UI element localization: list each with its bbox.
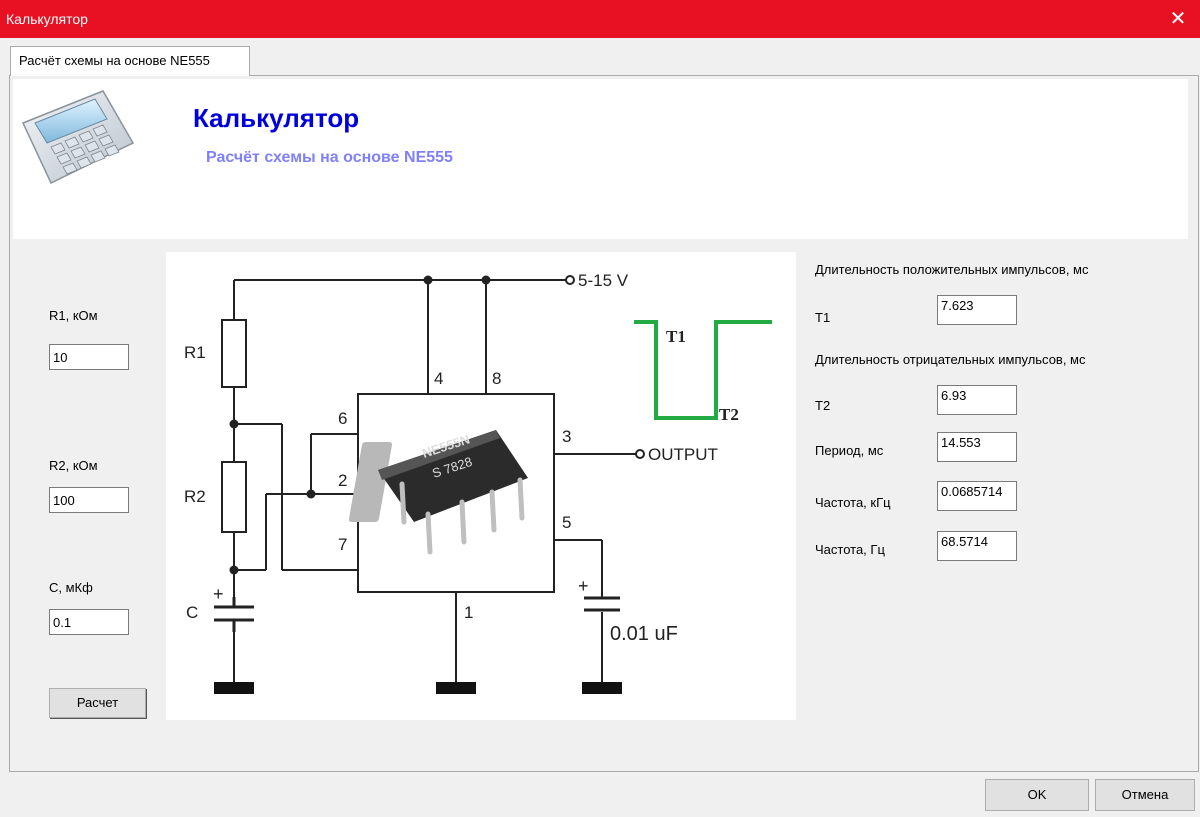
period-label: Период, мс (815, 443, 884, 458)
pin-1-label: 1 (464, 603, 473, 622)
pin-8-label: 8 (492, 369, 501, 388)
freq-khz-label: Частота, кГц (815, 495, 891, 510)
tab-ne555-calculation[interactable]: Расчёт схемы на основе NE555 (10, 46, 250, 76)
r1-schematic-label: R1 (184, 343, 206, 362)
title-bar: Калькулятор ✕ (0, 0, 1200, 38)
cancel-button[interactable]: Отмена (1095, 779, 1195, 811)
pin-3-label: 3 (562, 427, 571, 446)
pin-2-label: 2 (338, 471, 347, 490)
window-title: Калькулятор (6, 11, 88, 27)
output-waveform (634, 320, 772, 420)
r2-label: R2, кОм (49, 458, 98, 473)
output-label: OUTPUT (648, 445, 718, 464)
c-label: C, мКф (49, 580, 93, 595)
svg-text:+: + (213, 584, 224, 604)
pin-6-label: 6 (338, 409, 347, 428)
period-output: 14.553 (937, 432, 1017, 462)
svg-text:+: + (578, 576, 589, 596)
t2-output: 6.93 (937, 385, 1017, 415)
wave-t1-label: T1 (666, 327, 686, 346)
ne555-schematic: + + NE555N S 7828 5-15 V OUTPUT R1 R2 C … (166, 252, 796, 720)
r1-label: R1, кОм (49, 308, 98, 323)
supply-label: 5-15 V (578, 271, 629, 290)
r2-input[interactable] (49, 487, 129, 513)
t1-label: T1 (815, 310, 831, 325)
freq-hz-label: Частота, Гц (815, 542, 885, 557)
wave-t2-label: T2 (719, 405, 739, 424)
c-schematic-label: C (186, 603, 198, 622)
t1-output: 7.623 (937, 295, 1017, 325)
calculate-button[interactable]: Расчет (49, 688, 146, 718)
pin-4-label: 4 (434, 369, 443, 388)
header-banner: Калькулятор Расчёт схемы на основе NE555 (13, 79, 1188, 239)
c-input[interactable] (49, 609, 129, 635)
t2-label: T2 (815, 398, 831, 413)
pin-5-label: 5 (562, 513, 571, 532)
r1-input[interactable] (49, 344, 129, 370)
header-title: Калькулятор (193, 103, 360, 133)
c2-schematic-label: 0.01 uF (610, 623, 678, 645)
freq-hz-output: 68.5714 (937, 531, 1017, 561)
pin-7-label: 7 (338, 535, 347, 554)
calculator-icon (21, 90, 135, 185)
freq-khz-output: 0.0685714 (937, 481, 1017, 511)
header-subtitle: Расчёт схемы на основе NE555 (206, 149, 453, 166)
r2-schematic-label: R2 (184, 487, 206, 506)
negative-pulse-header: Длительность отрицательных импульсов, мс (815, 352, 1086, 367)
close-icon[interactable]: ✕ (1169, 8, 1187, 30)
positive-pulse-header: Длительность положительных импульсов, мс (815, 262, 1089, 277)
ok-button[interactable]: OK (985, 779, 1089, 811)
